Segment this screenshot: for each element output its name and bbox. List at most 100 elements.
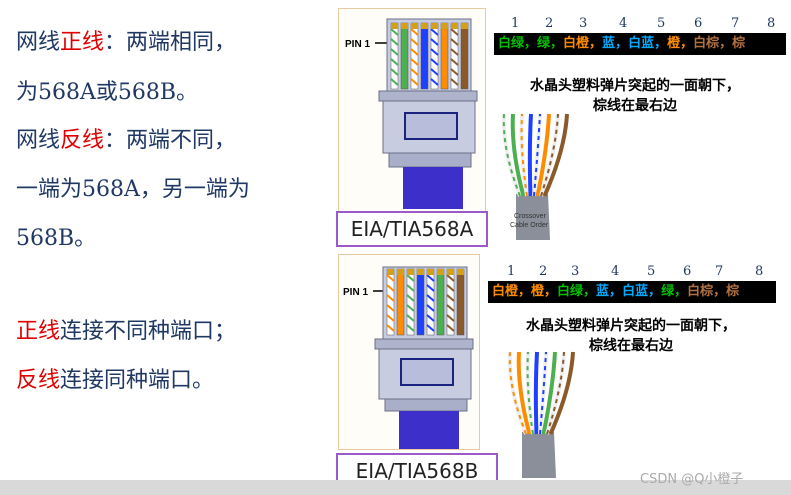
text-diff-ends: ：两端不同， xyxy=(104,128,237,153)
wire-stripe xyxy=(446,304,455,312)
text-line-4: 一端为568A，另一端为 xyxy=(16,177,250,202)
wire-stripe xyxy=(446,314,455,322)
wire-stripe xyxy=(430,78,439,86)
wire-stripe xyxy=(446,274,455,282)
cable-wire xyxy=(541,351,557,435)
pin-number: 2 xyxy=(539,264,548,279)
note-line-2: 棕线在最右边 xyxy=(589,338,673,354)
text-connect-same: 连接同种端口。 xyxy=(60,368,215,393)
wire-stripe xyxy=(406,324,415,332)
wire-stripe xyxy=(426,284,435,292)
cable-wire xyxy=(510,113,526,197)
pin-number: 7 xyxy=(715,264,724,279)
pin1-label-a: PIN 1 xyxy=(345,39,370,50)
wire-stripe xyxy=(386,304,395,312)
text-fanxian-2: 反线 xyxy=(16,368,61,393)
gold-pin xyxy=(437,269,444,275)
wire-stripe xyxy=(386,274,395,282)
gold-pin xyxy=(397,269,404,275)
wire-stripe xyxy=(426,324,435,332)
wire-stripe xyxy=(426,314,435,322)
pin-number: 5 xyxy=(647,264,656,279)
gold-pin xyxy=(451,23,458,29)
note-line-1: 水晶头塑料弹片突起的一面朝下， xyxy=(526,318,736,334)
text-same-ends: ：两端相同， xyxy=(104,30,237,55)
cable-wire-stripe xyxy=(520,113,528,197)
gold-pin xyxy=(411,23,418,29)
gold-pin xyxy=(431,23,438,29)
wire-stripe xyxy=(430,48,439,56)
wire-stripe xyxy=(406,284,415,292)
gold-pin xyxy=(387,269,394,275)
cable-bundle-568b-icon xyxy=(507,351,575,478)
cable-sheath xyxy=(522,432,556,478)
wire-stripe xyxy=(426,294,435,302)
plug-568a-panel: PIN 1 xyxy=(338,8,486,212)
gold-pin xyxy=(401,23,408,29)
plug-wire xyxy=(456,268,465,336)
color-word: 白蓝， xyxy=(628,36,668,51)
text-connect-diff: 连接不同种端口； xyxy=(60,319,237,344)
pin-number: 8 xyxy=(767,16,776,31)
pin-number: 3 xyxy=(579,16,588,31)
wire-stripe xyxy=(390,28,399,36)
pin-number: 1 xyxy=(507,264,516,279)
plug-wire xyxy=(396,268,405,336)
wire-stripe xyxy=(410,78,419,86)
wire-stripe xyxy=(430,68,439,76)
cable-sheath xyxy=(516,194,550,240)
note-line-2: 棕线在最右边 xyxy=(593,98,677,114)
pin-numbers-b: 1 2 3 4 5 6 7 8 xyxy=(497,264,787,280)
text-line-5: 568B。 xyxy=(16,226,97,251)
standard-label-568a: EIA/TIA568A xyxy=(336,211,488,247)
pin1-label-b: PIN 1 xyxy=(343,287,368,298)
text-line-1: 网线正线：两端相同， xyxy=(16,24,236,56)
wire-stripe xyxy=(450,68,459,76)
wire-stripe xyxy=(390,38,399,46)
wire-stripe xyxy=(386,294,395,302)
color-word: 白棕， xyxy=(693,36,733,51)
cable-wire xyxy=(527,113,533,197)
text-wangxian: 网线 xyxy=(16,30,61,55)
gold-pin xyxy=(421,23,428,29)
wire-stripe xyxy=(410,58,419,66)
wire-stripe xyxy=(410,68,419,76)
gold-pin xyxy=(441,23,448,29)
wire-stripe xyxy=(386,314,395,322)
pin-number: 7 xyxy=(731,16,740,31)
wire-stripe xyxy=(410,28,419,36)
pin-number: 6 xyxy=(683,264,692,279)
gold-pin xyxy=(417,269,424,275)
text-line-3: 网线反线：两端不同， xyxy=(16,122,236,154)
wire-stripe xyxy=(406,274,415,282)
wire-stripe xyxy=(426,274,435,282)
pin-number: 6 xyxy=(694,16,703,31)
cable-wire-stripe xyxy=(533,113,541,197)
text-wangxian-2: 网线 xyxy=(16,128,61,153)
gold-pin xyxy=(391,23,398,29)
note-568a: 水晶头塑料弹片突起的一面朝下， 棕线在最右边 xyxy=(500,76,770,116)
color-word: 绿， xyxy=(661,284,688,299)
cable-wire xyxy=(533,351,539,435)
pin-number: 8 xyxy=(755,264,764,279)
cable-wire xyxy=(535,113,551,197)
color-order-strip-a: 白绿，绿，白橙，蓝，白蓝，橙，白棕，棕 xyxy=(494,33,786,55)
text-line-2: 为568A或568B。 xyxy=(16,80,199,105)
gold-pin xyxy=(407,269,414,275)
note-line-1: 水晶头塑料弹片突起的一面朝下， xyxy=(530,78,740,94)
pin-number: 4 xyxy=(611,264,620,279)
wire-stripe xyxy=(390,78,399,86)
wire-stripe xyxy=(450,28,459,36)
text-zhengxian-2: 正线 xyxy=(16,319,61,344)
color-word: 白蓝， xyxy=(622,284,662,299)
wire-stripe xyxy=(406,314,415,322)
pin-numbers-a: 1 2 3 4 5 6 7 8 xyxy=(497,16,787,32)
footer-bar xyxy=(0,480,791,495)
wire-stripe xyxy=(426,304,435,312)
text-line-7: 反线连接同种端口。 xyxy=(16,362,214,394)
wire-stripe xyxy=(390,48,399,56)
rj45-plug-568b-icon: PIN 1 xyxy=(343,266,474,449)
note-568b: 水晶头塑料弹片突起的一面朝下， 棕线在最右边 xyxy=(496,316,766,356)
cable-wire xyxy=(548,351,575,435)
wire-stripe xyxy=(406,294,415,302)
